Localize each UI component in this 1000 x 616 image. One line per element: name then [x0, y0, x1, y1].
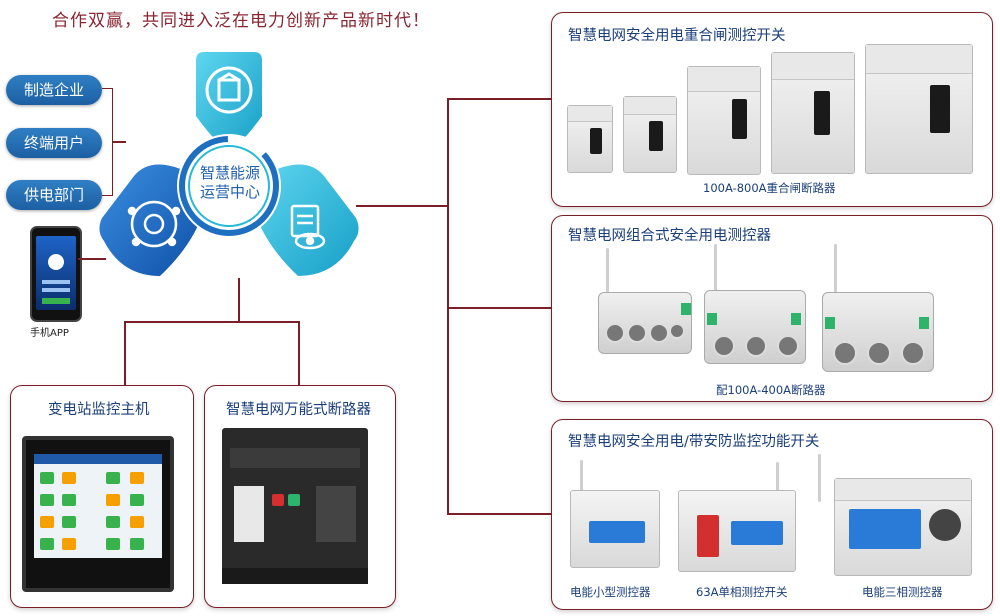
breaker-100a: [567, 105, 613, 173]
breaker-250a: [687, 66, 761, 175]
slogan: 合作双赢，共同进入泛在电力创新产品新时代！: [52, 11, 430, 31]
panel-combined-title: 智慧电网组合式安全用电测控器: [568, 228, 771, 244]
phone-label: 手机APP: [30, 328, 69, 339]
sensor-medium: [704, 290, 806, 364]
breaker-800a: [865, 44, 973, 174]
panel-reclosing-caption: 100A-800A重合闸断路器: [703, 181, 836, 195]
security-caption-small: 电能小型测控器: [570, 585, 651, 599]
branch-security: [447, 513, 551, 515]
left-drop-line: [124, 321, 126, 386]
panel-security-title: 智慧电网安全用电/带安防监控功能开关: [568, 434, 820, 450]
right-drop-line: [298, 321, 300, 386]
branch-reclosing: [447, 98, 551, 100]
breaker-160a: [623, 96, 677, 173]
sensor-small: [598, 292, 692, 354]
branch-combined: [447, 307, 551, 309]
panel-substation-title: 变电站监控主机: [48, 402, 150, 418]
tag-end-user[interactable]: 终端用户: [6, 128, 102, 158]
clipboard-eye-icon: [290, 204, 326, 250]
panel-universal-title: 智慧电网万能式断路器: [226, 402, 371, 418]
meter-small: [570, 490, 660, 568]
bottom-bar-line: [124, 321, 299, 323]
breaker-400a: [771, 52, 855, 174]
sensor-large: [822, 292, 934, 372]
switch-63a: [678, 490, 796, 572]
tag-connector: [112, 141, 126, 143]
energy-hub-graphic: [99, 52, 359, 276]
right-trunk-line: [447, 98, 449, 514]
tag-manufacturer[interactable]: 制造企业: [6, 75, 102, 105]
security-caption-three-phase: 电能三相测控器: [862, 585, 943, 599]
hub-label-line1: 智慧能源: [199, 164, 260, 182]
panel-reclosing-title: 智慧电网安全用电重合闸测控开关: [568, 28, 786, 44]
hub-label-line2: 运营中心: [199, 183, 260, 201]
hub-label: 智慧能源 运营中心: [196, 164, 264, 202]
universal-breaker: [222, 428, 368, 584]
gear-cube-icon: [205, 66, 253, 114]
hub-down-line: [238, 278, 240, 321]
phone-device: [30, 226, 82, 322]
meter-three-phase: [834, 478, 972, 576]
security-caption-63a: 63A单相测控开关: [696, 585, 788, 599]
tag-power-supply[interactable]: 供电部门: [6, 180, 102, 210]
panel-combined-caption: 配100A-400A断路器: [716, 383, 826, 397]
network-gear-icon: [127, 200, 181, 248]
substation-monitor: [22, 436, 174, 592]
phone-connector: [78, 258, 106, 260]
hub-right-line: [356, 205, 447, 207]
